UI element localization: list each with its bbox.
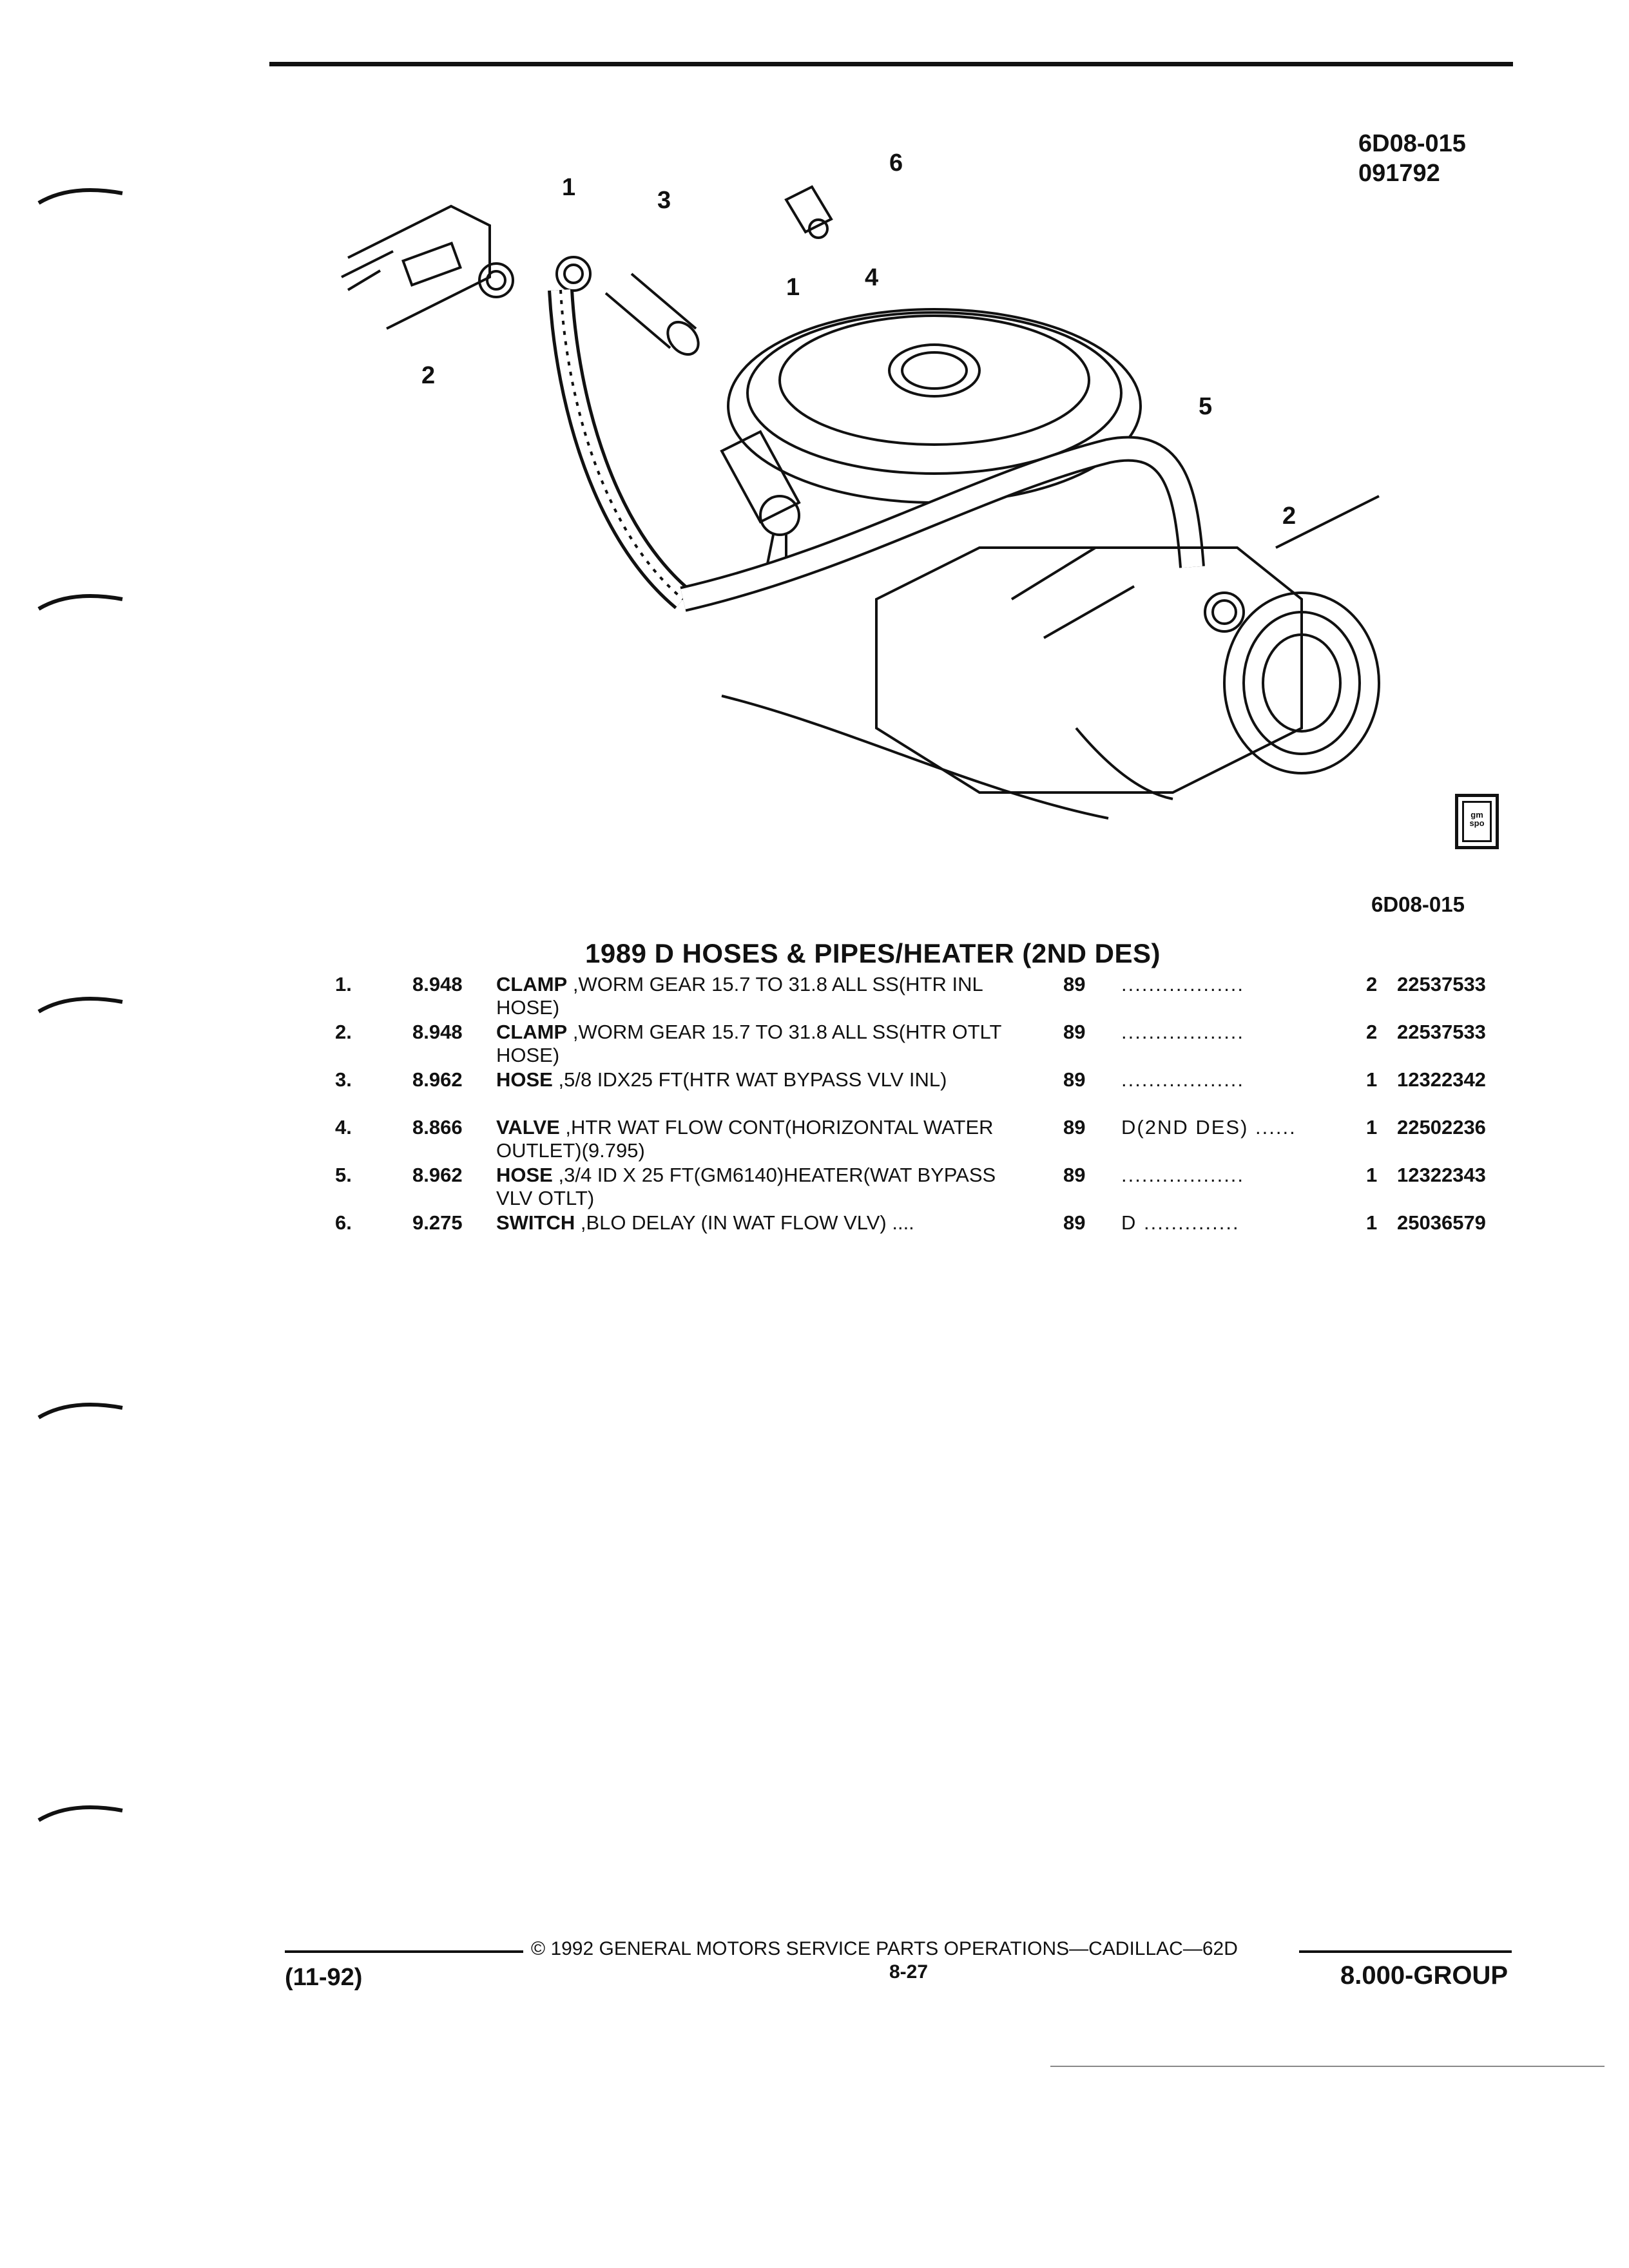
parts-row: 4. 8.866 VALVE ,HTR WAT FLOW CONT(HORIZO… [335,1116,1527,1164]
series-note: D(2ND DES) ...... [1121,1116,1296,1139]
footer-rule-right [1299,1950,1512,1953]
item-number: 5. [335,1164,352,1186]
quantity: 1 [1366,1068,1378,1091]
part-description: CLAMP ,WORM GEAR 15.7 TO 31.8 ALL SS(HTR… [496,973,1037,1019]
part-detail: ,5/8 IDX25 FT(HTR WAT BYPASS VLV INL) [552,1068,947,1091]
quantity: 2 [1366,973,1378,995]
callout-1: 1 [562,174,576,201]
figure-id: 6D08-015 [1358,130,1466,157]
parts-row: 3. 8.962 HOSE ,5/8 IDX25 FT(HTR WAT BYPA… [335,1068,1527,1116]
model-year: 89 [1063,1068,1086,1091]
part-name: VALVE [496,1116,560,1139]
series-note: .................. [1121,1068,1245,1091]
part-description: CLAMP ,WORM GEAR 15.7 TO 31.8 ALL SS(HTR… [496,1021,1037,1067]
part-name: SWITCH [496,1211,575,1234]
part-detail: ,HTR WAT FLOW CONT(HORIZONTAL WATER OUTL… [496,1116,994,1162]
series-note: .................. [1121,1164,1245,1186]
part-description: SWITCH ,BLO DELAY (IN WAT FLOW VLV) .... [496,1211,1037,1235]
date-code: 091792 [1358,160,1440,187]
scan-artifact-line [1050,2066,1605,2067]
group-number: 8.962 [412,1164,463,1186]
footer-copyright: © 1992 GENERAL MOTORS SERVICE PARTS OPER… [531,1938,1238,1959]
callout-3: 3 [657,187,671,214]
parts-list: 1. 8.948 CLAMP ,WORM GEAR 15.7 TO 31.8 A… [335,973,1527,1259]
part-description: HOSE ,3/4 ID X 25 FT(GM6140)HEATER(WAT B… [496,1164,1037,1210]
gm-spo-logo: gm spo [1455,794,1499,849]
part-detail: ,BLO DELAY (IN WAT FLOW VLV) .... [575,1211,914,1234]
group-number: 9.275 [412,1211,463,1234]
callout-1b: 1 [786,274,800,301]
series-note: D .............. [1121,1211,1240,1234]
group-number: 8.948 [412,1021,463,1043]
quantity: 1 [1366,1116,1378,1139]
part-detail: ,3/4 ID X 25 FT(GM6140)HEATER(WAT BYPASS… [496,1164,996,1209]
callout-4: 4 [865,264,879,291]
footer-rule-left [285,1950,523,1953]
part-number: 22502236 [1397,1116,1486,1139]
callout-6: 6 [889,149,903,177]
part-name: HOSE [496,1068,553,1091]
model-year: 89 [1063,973,1086,995]
parts-row: 1. 8.948 CLAMP ,WORM GEAR 15.7 TO 31.8 A… [335,973,1527,1021]
model-year: 89 [1063,1211,1086,1234]
model-year: 89 [1063,1021,1086,1043]
model-year: 89 [1063,1164,1086,1186]
binder-hole-mark [37,188,123,205]
part-name: CLAMP [496,1021,568,1043]
binder-hole-mark [37,997,123,1014]
binder-hole-mark [37,1805,123,1822]
parts-row: 6. 9.275 SWITCH ,BLO DELAY (IN WAT FLOW … [335,1211,1527,1259]
item-number: 1. [335,973,352,995]
part-detail: ,WORM GEAR 15.7 TO 31.8 ALL SS(HTR INL H… [496,973,983,1019]
part-name: CLAMP [496,973,568,995]
logo-text: gm spo [1462,801,1492,842]
binder-hole-mark [37,1403,123,1419]
footer-date: (11-92) [285,1964,363,1991]
item-number: 3. [335,1068,352,1091]
part-number: 12322343 [1397,1164,1486,1186]
parts-row: 5. 8.962 HOSE ,3/4 ID X 25 FT(GM6140)HEA… [335,1164,1527,1211]
quantity: 1 [1366,1211,1378,1234]
footer-group: 8.000-GROUP [1340,1961,1509,1990]
callout-2b: 2 [1282,503,1296,530]
part-number: 12322342 [1397,1068,1486,1091]
group-number: 8.948 [412,973,463,995]
figure-id-block: 6D08-015 091792 [1358,129,1466,188]
group-number: 8.866 [412,1116,463,1139]
part-number: 22537533 [1397,973,1486,995]
binder-hole-mark [37,594,123,611]
item-number: 6. [335,1211,352,1234]
parts-diagram: 1 3 6 1 4 2 5 2 [335,148,1443,857]
parts-row: 2. 8.948 CLAMP ,WORM GEAR 15.7 TO 31.8 A… [335,1021,1527,1068]
page-number: 8-27 [889,1961,929,1983]
section-title: 1989 D HOSES & PIPES/HEATER (2ND DES) [585,938,1161,968]
part-detail: ,WORM GEAR 15.7 TO 31.8 ALL SS(HTR OTLT … [496,1021,1001,1066]
part-number: 22537533 [1397,1021,1486,1043]
group-number: 8.962 [412,1068,463,1091]
item-number: 2. [335,1021,352,1043]
diagram-reference-id: 6D08-015 [1371,892,1465,916]
model-year: 89 [1063,1116,1086,1139]
quantity: 1 [1366,1164,1378,1186]
item-number: 4. [335,1116,352,1139]
series-note: .................. [1121,1021,1245,1043]
quantity: 2 [1366,1021,1378,1043]
callout-2: 2 [421,362,436,389]
part-number: 25036579 [1397,1211,1486,1234]
header-rule [269,62,1513,66]
part-description: HOSE ,5/8 IDX25 FT(HTR WAT BYPASS VLV IN… [496,1068,1037,1091]
series-note: .................. [1121,973,1245,995]
engine-illustration [341,185,1380,820]
callout-5: 5 [1199,393,1213,420]
part-name: HOSE [496,1164,553,1186]
part-description: VALVE ,HTR WAT FLOW CONT(HORIZONTAL WATE… [496,1116,1037,1162]
